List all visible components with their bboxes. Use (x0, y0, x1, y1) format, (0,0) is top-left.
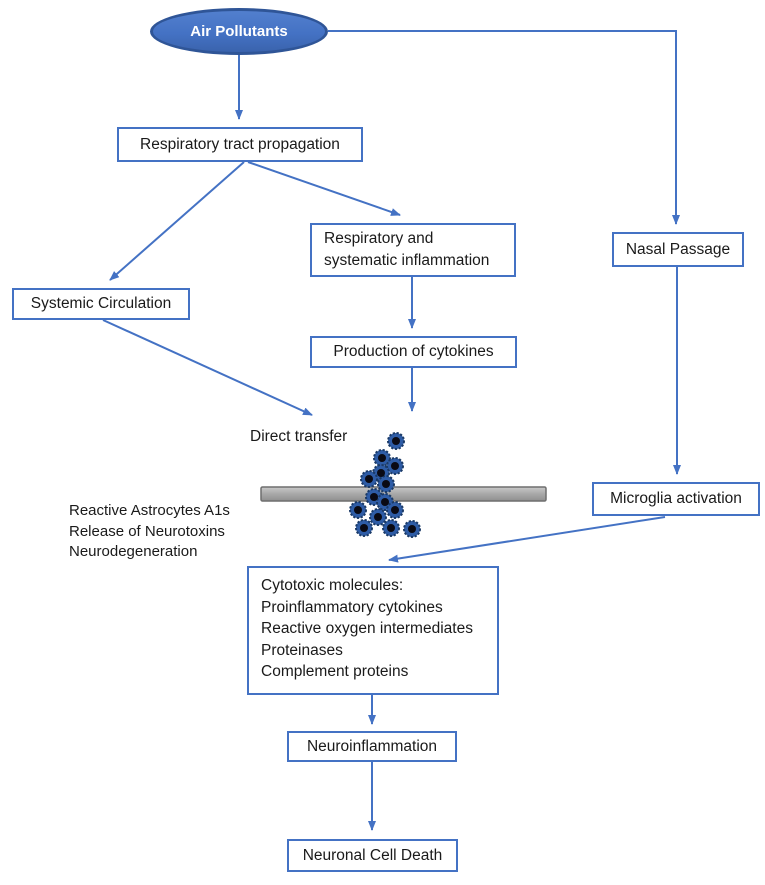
node-neuroinflammation: Neuroinflammation (287, 731, 457, 762)
label-direct-transfer: Direct transfer (250, 428, 348, 445)
node-microglia-activation-label: Microglia activation (610, 490, 742, 508)
node-air-pollutants-label: Air Pollutants (190, 23, 288, 40)
node-nasal-passage-label: Nasal Passage (625, 240, 731, 258)
node-neuronal-cell-death: Neuronal Cell Death (287, 839, 458, 872)
cytotoxic-line: Cytotoxic molecules: (261, 577, 404, 594)
node-production-of-cytokines-label: Production of cytokines (333, 343, 494, 361)
arrow-microglia-to-cytotoxic (388, 516, 666, 563)
node-systemic-circulation-label: Systemic Circulation (30, 295, 172, 313)
astrocyte-line: Neurodegeneration (69, 543, 198, 560)
arrow-air-pollutants-to-nasal-passage (328, 30, 680, 225)
node-nasal-passage: Nasal Passage (612, 232, 744, 267)
node-respiratory-tract-propagation: Respiratory tract propagation (117, 127, 363, 162)
node-neuroinflammation-label: Neuroinflammation (306, 737, 438, 755)
particle-cores (354, 437, 416, 533)
node-neuronal-cell-death-label: Neuronal Cell Death (302, 846, 443, 864)
astrocyte-line: Release of Neurotoxins (69, 522, 225, 540)
node-production-of-cytokines: Production of cytokines (310, 336, 517, 368)
cytotoxic-line: Complement proteins (261, 663, 409, 680)
arrow-respiratory-tract-to-systemic-circulation (109, 161, 245, 281)
arrow-systemic-circulation-to-direct-transfer (102, 319, 313, 416)
node-respiratory-tract-propagation-label: Respiratory tract propagation (140, 135, 340, 153)
node-microglia-activation: Microglia activation (592, 482, 760, 516)
arrow-respiratory-tract-to-inflammation (247, 161, 401, 216)
node-respiratory-systematic-inflammation: Respiratory and systematic inflammation (310, 223, 516, 277)
cytotoxic-line: Reactive oxygen intermediates (261, 620, 473, 637)
astrocyte-line: Reactive Astrocytes A1s (69, 502, 230, 519)
node-systemic-circulation: Systemic Circulation (12, 288, 190, 320)
blood-brain-barrier-bar (260, 486, 547, 502)
cytotoxic-line: Proinflammatory cytokines (261, 598, 443, 616)
label-astrocyte-effects: Reactive Astrocytes A1s Release of Neuro… (69, 501, 230, 563)
cytotoxic-line: Proteinases (261, 641, 343, 659)
node-air-pollutants: Air Pollutants (150, 8, 328, 55)
node-cytotoxic-molecules: Cytotoxic molecules: Proinflammatory cyt… (247, 566, 499, 695)
node-respiratory-systematic-inflammation-label: Respiratory and systematic inflammation (324, 230, 490, 269)
